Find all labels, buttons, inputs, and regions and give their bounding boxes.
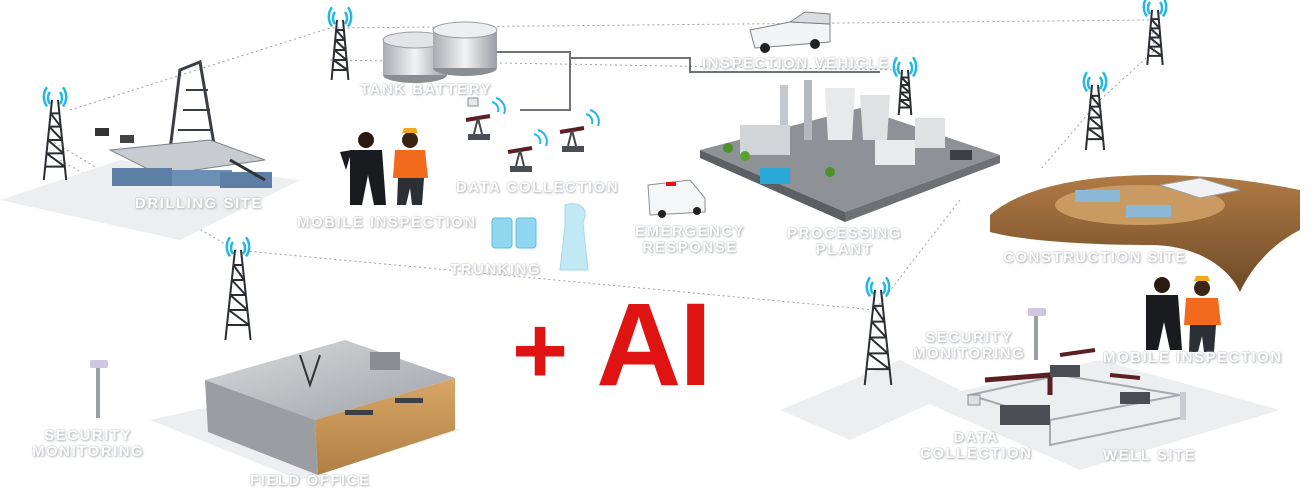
label-tank-battery: TANK BATTERY	[360, 81, 492, 98]
field-office-icon	[205, 340, 455, 475]
ai-headline: +AI	[512, 285, 712, 405]
mobile-inspection-people-icon	[340, 128, 428, 205]
cell-tower-icon	[42, 0, 1168, 386]
pumpjack-icon	[507, 129, 548, 172]
label-emergency-line2: RESPONSE	[642, 239, 738, 256]
label-data-bottom-line1: DATA	[953, 429, 999, 446]
cell-tower-icon	[892, 56, 918, 116]
pumpjack-icon	[465, 97, 506, 140]
label-security-monitoring-right: SECURITY MONITORING	[913, 330, 1025, 362]
security-camera-icon	[90, 308, 1046, 418]
label-drilling-site: DRILLING SITE	[135, 195, 263, 212]
label-inspection-vehicle: INSPECTION VEHICLE	[702, 55, 890, 72]
processing-plant-icon	[700, 80, 1000, 222]
label-mobile-inspection-left: MOBILE INSPECTION	[297, 214, 477, 231]
label-mobile-inspection-right: MOBILE INSPECTION	[1103, 349, 1283, 366]
label-processing-plant: PROCESSING PLANT	[787, 226, 902, 258]
label-security-right-line1: SECURITY	[925, 329, 1014, 346]
pumpjack-icon	[465, 97, 600, 172]
label-well-site: WELL SITE	[1103, 447, 1197, 464]
mobile-inspection-people-icon	[1146, 276, 1221, 352]
label-security-right-line2: MONITORING	[913, 345, 1026, 362]
cell-tower-icon	[863, 276, 893, 386]
emergency-response-icon	[647, 179, 706, 218]
label-trunking: TRUNKING	[450, 261, 542, 278]
cell-tower-icon	[224, 236, 252, 341]
label-emergency-response: EMERGENCY RESPONSE	[635, 224, 745, 256]
label-security-left-line2: MONITORING	[32, 443, 145, 460]
cell-tower-icon	[1082, 71, 1108, 151]
trunking-radio-icon	[491, 203, 589, 271]
label-security-left-line1: SECURITY	[44, 427, 133, 444]
pumpjack-icon	[559, 109, 600, 152]
label-data-collection-bottom: DATA COLLECTION	[920, 430, 1033, 462]
plus-sign: +	[512, 297, 568, 404]
inspection-vehicle-icon	[749, 11, 831, 53]
label-security-monitoring-left: SECURITY MONITORING	[32, 428, 144, 460]
label-field-office: FIELD OFFICE	[250, 472, 371, 489]
label-processing-line1: PROCESSING	[787, 225, 903, 242]
cell-tower-icon	[42, 86, 68, 181]
label-processing-line2: PLANT	[815, 241, 874, 258]
ai-text: AI	[596, 279, 712, 411]
cell-tower-icon	[327, 6, 353, 81]
construction-site-icon	[990, 175, 1300, 292]
label-data-collection-top: DATA COLLECTION	[456, 179, 620, 196]
label-data-bottom-line2: COLLECTION	[920, 445, 1033, 462]
label-construction-site: CONSTRUCTION SITE	[1003, 249, 1187, 266]
drilling-site-icon	[95, 59, 272, 188]
data-collection-icon	[467, 97, 479, 107]
cell-tower-icon	[1142, 0, 1168, 66]
well-site-icon	[966, 348, 1186, 447]
tank-battery-icon	[382, 21, 880, 111]
label-emergency-line1: EMERGENCY	[635, 223, 746, 240]
